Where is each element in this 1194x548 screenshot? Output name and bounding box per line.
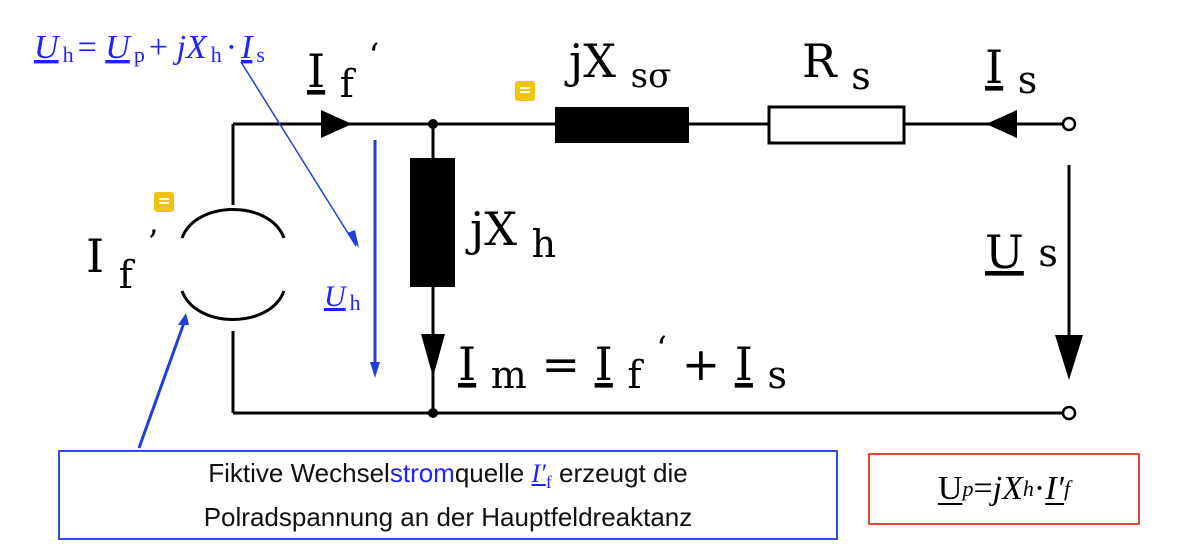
label-im-equation: I m = I f ‘ + I s [458, 317, 787, 399]
arrow-is-top [986, 110, 1017, 138]
bottom-node [428, 408, 438, 418]
reactance-jxs [555, 107, 689, 143]
comment-icon[interactable] [515, 81, 535, 101]
explanation-line2: Polradspannung an der Hauptfeldreaktanz [203, 501, 693, 532]
uh-pointer-line [240, 61, 357, 247]
explanation-text: Fiktive Wechselstromquelle I′f erzeugt d… [204, 456, 693, 533]
label-uh-blue: U h [324, 280, 361, 315]
note-pointer-head [178, 313, 189, 325]
resistor-rs [767, 105, 906, 145]
label-source: I f ’ [86, 223, 158, 299]
formula-lhs: U [937, 470, 963, 507]
current-source-symbol [180, 208, 286, 239]
formula-dot: · [1033, 470, 1046, 507]
label-if-top: I f ‘ [307, 36, 379, 108]
uh-pointer-head [347, 230, 359, 248]
label-jxs: jX sσ [564, 34, 671, 96]
formula-lhs-sub: p [962, 476, 974, 501]
label-is-top: I s [985, 40, 1037, 102]
us-arrow-head [1055, 335, 1083, 380]
note-variable-sub: f [545, 472, 552, 493]
uh-formula-top-left: U h = U p + jX h · I s [34, 29, 265, 67]
formula-x-sub: h [1022, 476, 1034, 501]
arrow-if-top [321, 110, 352, 138]
explanation-note: Fiktive Wechselstromquelle I′f erzeugt d… [58, 450, 838, 540]
label-jxh: jX h [465, 202, 556, 266]
label-rs: R s [802, 34, 871, 98]
uh-arrow-head [370, 362, 380, 378]
top-node [428, 119, 438, 129]
note-variable: I′ [531, 459, 546, 489]
bottom-terminal [1061, 405, 1077, 421]
comment-icon[interactable] [154, 192, 174, 212]
formula-j: j [992, 470, 1003, 507]
arrow-im [421, 334, 445, 377]
label-us: U s [985, 225, 1058, 279]
top-terminal [1061, 116, 1077, 132]
reactance-jxh [410, 158, 455, 287]
note-pointer-line [137, 319, 187, 449]
current-source-symbol-lower [180, 290, 286, 321]
explanation-line1: Fiktive Wechselstromquelle I′f erzeugt d… [208, 458, 688, 493]
formula-x: X [1002, 470, 1023, 507]
formula-eq: = [973, 470, 993, 507]
formula-i: I′ [1045, 470, 1064, 507]
formula-i-sub: f [1063, 476, 1071, 501]
